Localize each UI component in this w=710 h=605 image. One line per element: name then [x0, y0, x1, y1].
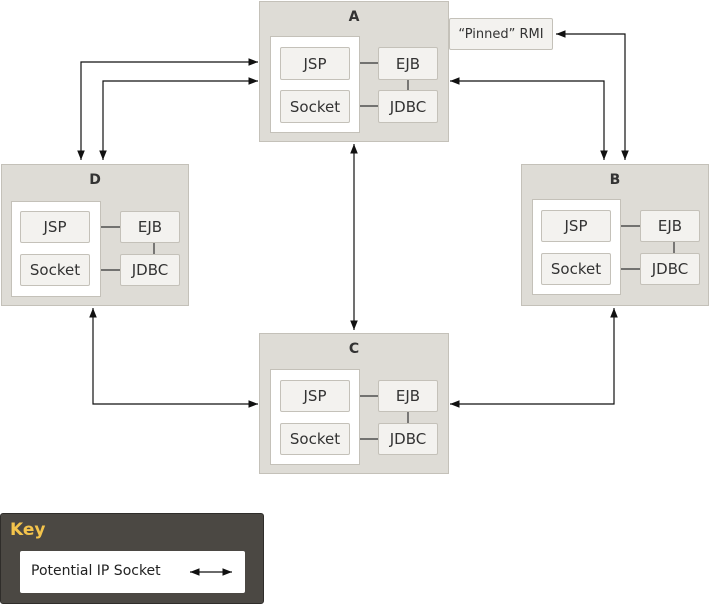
socket-link-a-d-outer [77, 58, 258, 160]
server-title: C [348, 341, 360, 357]
key-entry: Potential IP Socket [20, 551, 245, 593]
socket-link-b-c [450, 308, 618, 408]
ejb-component: EJB [378, 47, 438, 80]
internal-links [621, 225, 675, 270]
socket-component: Socket [280, 423, 350, 455]
server-c: C JSP Socket EJB JDBC [259, 333, 449, 474]
jsp-component: JSP [20, 211, 90, 243]
internal-links [360, 62, 409, 107]
legend-key: Key Potential IP Socket [0, 513, 264, 604]
jsp-component: JSP [280, 380, 350, 412]
jdbc-component: JDBC [378, 423, 438, 455]
ejb-component: EJB [378, 380, 438, 412]
pinned-rmi-label: “Pinned” RMI [449, 18, 553, 50]
server-title: A [348, 9, 360, 25]
socket-component: Socket [20, 254, 90, 286]
jdbc-component: JDBC [378, 90, 438, 123]
internal-links [101, 226, 155, 271]
key-entry-label: Potential IP Socket [31, 563, 161, 579]
jdbc-component: JDBC [120, 254, 180, 286]
jsp-component: JSP [541, 210, 611, 242]
internal-links [360, 395, 409, 440]
server-title: D [89, 172, 101, 188]
server-d: D JSP Socket EJB JDBC [1, 164, 189, 306]
double-arrow-icon [190, 568, 232, 576]
server-a: A JSP Socket EJB JDBC [259, 1, 449, 142]
socket-component: Socket [541, 253, 611, 285]
socket-link-a-b [450, 77, 608, 160]
ejb-component: EJB [640, 210, 700, 242]
jsp-component: JSP [280, 47, 350, 80]
jdbc-component: JDBC [640, 253, 700, 285]
rmi-link-pinned-b [556, 30, 629, 160]
socket-link-d-c [89, 308, 258, 408]
key-title: Key [10, 520, 46, 540]
socket-link-a-d-inner [99, 77, 258, 160]
server-b: B JSP Socket EJB JDBC [521, 164, 709, 306]
socket-component: Socket [280, 90, 350, 123]
ejb-component: EJB [120, 211, 180, 243]
server-title: B [609, 172, 621, 188]
